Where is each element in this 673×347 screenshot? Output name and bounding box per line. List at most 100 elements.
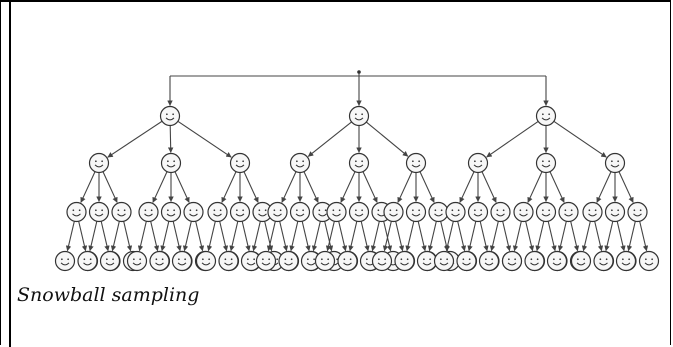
tree-edge [639,221,649,252]
tree-edge [102,171,118,203]
tree-edge [243,171,259,203]
tree-edge [547,221,557,252]
smiley-face-icon [348,152,370,174]
tree-edge [264,221,274,252]
tree-edge [440,221,450,252]
smiley-face-icon [582,201,603,223]
tree-edge [581,221,591,252]
smiley-face-icon [433,250,455,272]
tree-edge [303,171,319,203]
smiley-face-icon [54,250,76,272]
tree-edge [594,221,604,252]
tree-edge [512,221,522,252]
smiley-face-icon [371,250,393,272]
tree-edge [241,221,251,252]
smiley-face-icon [478,250,500,272]
tree-edge [395,221,405,252]
tree-edge [279,221,289,252]
smiley-face-icon [535,105,557,127]
tree-edge [502,221,512,252]
smiley-face-icon [348,201,370,223]
tree-edge [383,221,393,252]
smiley-face-icon [490,201,511,223]
tree-edge [172,221,182,252]
tree-edge [626,221,636,252]
smiley-face-icon [467,152,489,174]
smiley-face-icon [278,250,299,272]
seed-node [357,70,361,74]
tree-edge [160,221,170,252]
smiley-face-icon [535,201,557,223]
smiley-face-icon [467,201,489,223]
tree-edge [229,221,239,252]
tree-edge [65,221,75,252]
frame-left-rule [9,2,11,347]
smiley-face-icon [394,250,415,272]
tree-edge [570,221,580,252]
smiley-face-icon [195,250,217,272]
smiley-face-icon [593,250,614,272]
tree-edge [167,125,174,153]
tree-edge [604,221,614,252]
tree-edge [618,171,634,203]
smiley-face-icon [428,201,449,223]
smiley-face-icon [160,201,182,223]
smiley-face-icon [77,250,98,272]
snowball-tree-diagram [54,70,660,272]
tree-edge [301,221,311,252]
smiley-face-icon [558,201,579,223]
tree-edge [365,121,409,157]
tree-edge [370,221,380,252]
tree-edge [467,221,477,252]
tree-edge [348,221,358,252]
figure-caption: Snowball sampling [17,284,200,306]
smiley-face-icon [513,201,534,223]
tree-edge [489,221,499,252]
smiley-face-icon [183,201,204,223]
smiley-face-icon [348,105,370,127]
tree-edge [486,120,539,158]
tree-edge [479,221,489,252]
tree-edge [219,221,229,252]
tree-edge [195,221,205,252]
tree-edge [177,120,232,158]
tree-edge [553,120,607,158]
smiley-face-icon [416,250,438,272]
tree-edge [444,221,454,252]
tree-edge [457,221,467,252]
smiley-face-icon [171,250,193,272]
tree-edge [137,221,147,252]
smiley-face-icon [289,201,311,223]
smiley-face-icon [627,201,648,223]
smiley-face-icon [138,201,159,223]
smiley-face-icon [88,152,110,174]
tree-edge [616,221,626,252]
smiley-face-icon [218,250,239,272]
smiley-face-icon [66,201,87,223]
smiley-face-icon [337,250,358,272]
tree-edge [251,221,261,252]
tree-edge [174,171,190,203]
smiley-face-icon [524,250,545,272]
tree-edge [557,221,567,252]
smiley-face-icon [604,152,626,174]
smiley-face-icon [126,250,148,272]
smiley-face-icon [546,250,568,272]
tree-edge [481,171,497,203]
smiley-face-icon [604,201,626,223]
smiley-face-icon [326,201,347,223]
tree-edge [100,221,110,252]
tree-edge [427,221,437,252]
smiley-face-icon [159,105,181,127]
tree-edge [88,221,98,252]
tree-edge [459,171,475,203]
tree-edge [289,221,299,252]
tree-edge [338,221,348,252]
tree-edge [360,221,370,252]
smiley-face-icon [383,201,404,223]
smiley-face-icon [99,250,121,272]
tree-edge [535,221,545,252]
tree-edge [549,171,565,203]
tree-edge [527,171,543,203]
